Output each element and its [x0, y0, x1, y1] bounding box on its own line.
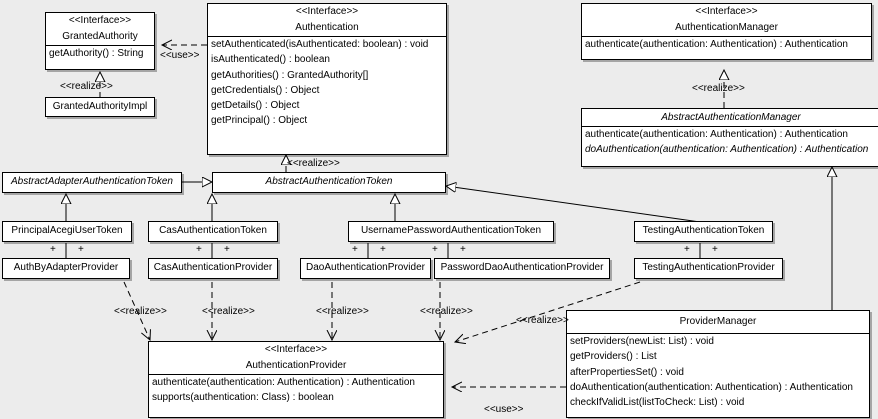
edge-label-realize-passworddaoauthenticationprovider: <<realize>> — [420, 306, 473, 317]
class-password-dao-authentication-provider-name: PasswordDaoAuthenticationProvider — [440, 262, 604, 273]
assoc-marker-plus: + — [78, 244, 84, 255]
class-testing-authentication-provider-name: TestingAuthenticationProvider — [642, 262, 775, 273]
operation: setProviders(newList: List) : void — [570, 336, 714, 347]
class-cas-authentication-token-name: CasAuthenticationToken — [159, 225, 267, 236]
operation: authenticate(authentication: Authenticat… — [585, 129, 848, 140]
operation: getAuthority() : String — [49, 48, 144, 59]
divider — [582, 36, 871, 37]
assoc-marker-plus: + — [196, 244, 202, 255]
edge-label-use-authentication-grantedauthority: <<use>> — [160, 50, 200, 61]
edge-label-use-providermanager-authenticationprovider: <<use>> — [484, 404, 524, 415]
class-abstract-authentication-manager-operations: authenticate(authentication: Authenticat… — [582, 127, 878, 158]
edge-label-realize-grantedauthorityimpl: <<realize>> — [60, 81, 113, 92]
assoc-marker-plus: + — [684, 244, 690, 255]
divider — [567, 333, 869, 334]
class-authentication-provider-operations: authenticate(authentication: Authenticat… — [149, 375, 443, 406]
edge-label-realize-testingauthenticationprovider: <<realize>> — [516, 315, 569, 326]
divider — [149, 374, 443, 375]
class-abstract-authentication-manager-name: AbstractAuthenticationManager — [661, 112, 801, 123]
class-testing-authentication-token-name: TestingAuthenticationToken — [642, 225, 765, 236]
class-granted-authority-impl[interactable]: GrantedAuthorityImpl — [45, 97, 155, 117]
assoc-marker-plus: + — [380, 244, 386, 255]
operation: checkIfValidList(listToCheck: List) : vo… — [570, 397, 745, 409]
class-authentication-operations: setAuthenticated(isAuthenticated: boolea… — [208, 37, 446, 129]
assoc-marker-plus: + — [712, 244, 718, 255]
divider — [582, 126, 878, 127]
class-authentication[interactable]: <<Interface>> Authentication setAuthenti… — [207, 3, 447, 155]
operation: doAuthentication(authentication: Authent… — [570, 381, 853, 393]
edge-label-realize-abstractauthenticationtoken: <<realize>> — [287, 158, 340, 169]
class-testing-authentication-provider[interactable]: TestingAuthenticationProvider — [634, 258, 783, 279]
class-cas-authentication-provider-name: CasAuthenticationProvider — [153, 262, 273, 273]
operation-abstract: doAuthentication(authentication: Authent… — [585, 144, 869, 156]
class-password-dao-authentication-provider[interactable]: PasswordDaoAuthenticationProvider — [434, 258, 610, 279]
class-auth-by-adapter-provider-name: AuthByAdapterProvider — [13, 262, 119, 273]
class-granted-authority[interactable]: <<Interface>> GrantedAuthority getAuthor… — [45, 12, 155, 70]
class-provider-manager[interactable]: ProviderManager setProviders(newList: Li… — [566, 310, 870, 418]
class-authentication-provider-stereotype: <<Interface>> — [264, 344, 328, 355]
class-granted-authority-operations: getAuthority() : String — [46, 46, 154, 61]
operation: getDetails() : Object — [211, 100, 300, 112]
edge-label-realize-casauthenticationprovider: <<realize>> — [202, 306, 255, 317]
class-authentication-stereotype: <<Interface>> — [295, 6, 359, 17]
operation: authenticate(authentication: Authenticat… — [585, 39, 848, 50]
class-provider-manager-operations: setProviders(newList: List) : void getPr… — [567, 334, 869, 410]
class-provider-manager-name: ProviderManager — [679, 316, 757, 327]
class-abstract-adapter-authentication-token-name: AbstractAdapterAuthenticationToken — [11, 176, 173, 187]
edge-testingauthenticationtoken-extends-abstractauthenticationtoken — [446, 186, 701, 223]
class-principal-acegi-user-token-name: PrincipalAcegiUserToken — [11, 225, 123, 236]
class-authentication-provider-name: AuthenticationProvider — [245, 360, 347, 371]
class-authentication-manager-stereotype: <<Interface>> — [695, 6, 758, 17]
class-authentication-manager-operations: authenticate(authentication: Authenticat… — [582, 37, 871, 52]
operation: setAuthenticated(isAuthenticated: boolea… — [211, 39, 429, 50]
edge-label-realize-daoauthenticationprovider: <<realize>> — [316, 306, 369, 317]
operation: getPrincipal() : Object — [211, 115, 308, 127]
operation: getProviders() : List — [570, 351, 657, 363]
class-username-password-authentication-token[interactable]: UsernamePasswordAuthenticationToken — [348, 221, 554, 242]
class-authentication-name: Authentication — [295, 22, 359, 33]
class-cas-authentication-provider[interactable]: CasAuthenticationProvider — [148, 258, 278, 279]
divider — [46, 45, 154, 46]
class-abstract-authentication-manager[interactable]: AbstractAuthenticationManager authentica… — [581, 108, 878, 167]
class-granted-authority-impl-name: GrantedAuthorityImpl — [52, 101, 148, 112]
assoc-marker-plus: + — [460, 244, 466, 255]
class-abstract-authentication-token[interactable]: AbstractAuthenticationToken — [212, 172, 446, 193]
class-authentication-provider[interactable]: <<Interface>> AuthenticationProvider aut… — [148, 341, 444, 418]
operation: authenticate(authentication: Authenticat… — [152, 377, 415, 388]
operation: getCredentials() : Object — [211, 84, 320, 96]
operation: supports(authentication: Class) : boolea… — [152, 392, 334, 404]
edge-label-realize-abstractauthenticationmanager: <<realize>> — [692, 83, 745, 94]
class-cas-authentication-token[interactable]: CasAuthenticationToken — [148, 221, 278, 242]
class-abstract-authentication-token-name: AbstractAuthenticationToken — [265, 176, 393, 187]
class-abstract-adapter-authentication-token[interactable]: AbstractAdapterAuthenticationToken — [2, 172, 182, 193]
class-username-password-authentication-token-name: UsernamePasswordAuthenticationToken — [360, 225, 542, 236]
operation: getAuthorities() : GrantedAuthority[] — [211, 69, 369, 81]
class-granted-authority-name: GrantedAuthority — [62, 31, 138, 42]
class-authentication-manager[interactable]: <<Interface>> AuthenticationManager auth… — [581, 3, 872, 60]
class-dao-authentication-provider[interactable]: DaoAuthenticationProvider — [300, 258, 431, 279]
class-dao-authentication-provider-name: DaoAuthenticationProvider — [306, 262, 425, 273]
operation: afterPropertiesSet() : void — [570, 366, 684, 378]
edge-label-realize-authbyadapterprovider: <<realize>> — [114, 306, 167, 317]
operation: isAuthenticated() : boolean — [211, 54, 330, 66]
class-authentication-manager-name: AuthenticationManager — [675, 22, 778, 33]
assoc-marker-plus: + — [432, 244, 438, 255]
divider — [208, 36, 446, 37]
class-granted-authority-stereotype: <<Interface>> — [68, 15, 132, 26]
assoc-marker-plus: + — [352, 244, 358, 255]
class-testing-authentication-token[interactable]: TestingAuthenticationToken — [634, 221, 773, 242]
class-auth-by-adapter-provider[interactable]: AuthByAdapterProvider — [2, 258, 130, 279]
assoc-marker-plus: + — [50, 244, 56, 255]
class-principal-acegi-user-token[interactable]: PrincipalAcegiUserToken — [2, 221, 132, 242]
assoc-marker-plus: + — [224, 244, 230, 255]
